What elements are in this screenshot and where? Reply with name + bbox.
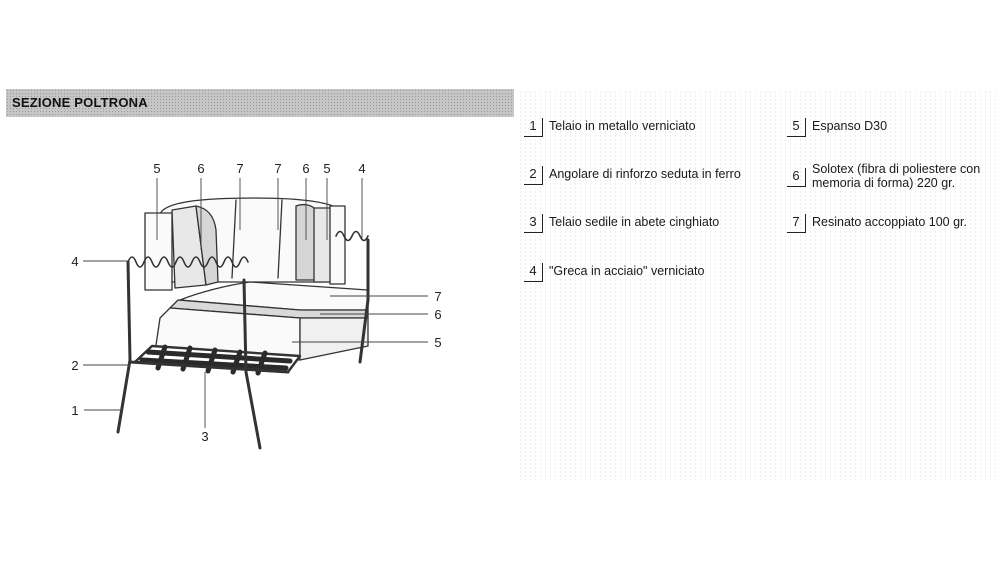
legend-number: 5: [787, 118, 805, 137]
callout-bottom-3: 3: [201, 429, 208, 444]
callout-top-7-right: 7: [274, 161, 281, 176]
metal-frame-front-left: [116, 260, 132, 434]
callout-right-6: 6: [434, 307, 441, 322]
legend-number: 2: [524, 166, 542, 185]
legend-text: Espanso D30: [812, 119, 888, 133]
callout-leader-lines: [83, 178, 428, 428]
legend-number: 4: [524, 263, 542, 282]
callout-left-1: 1: [71, 403, 78, 418]
legend-separator: [542, 214, 543, 233]
legend-separator: [542, 118, 543, 137]
legend-text: Resinato accoppiato 100 gr.: [812, 215, 967, 229]
legend-number: 3: [524, 214, 542, 233]
callout-top-6-right: 6: [302, 161, 309, 176]
legend-text: Telaio sedile in abete cinghiato: [549, 215, 720, 229]
legend-number: 1: [524, 118, 542, 137]
legend-item-6: 6 Solotex (fibra di poliestere con memor…: [787, 162, 1000, 190]
section-header-bar: SEZIONE POLTRONA: [6, 89, 514, 117]
legend-item-3: 3 Telaio sedile in abete cinghiato: [524, 214, 719, 233]
left-wave-spring: [127, 256, 249, 268]
legend-text: Solotex (fibra di poliestere con memoria…: [812, 162, 981, 190]
paper-texture: [518, 90, 996, 480]
callout-top-7-left: 7: [236, 161, 243, 176]
legend-item-7: 7 Resinato accoppiato 100 gr.: [787, 214, 967, 233]
callout-right-7: 7: [434, 289, 441, 304]
reinforcement-angle: [128, 360, 290, 374]
metal-frame-front-right: [242, 278, 262, 450]
legend-item-2: 2 Angolare di rinforzo seduta in ferro: [524, 166, 741, 185]
legend-text: Telaio in metallo verniciato: [549, 119, 696, 133]
legend-separator: [805, 168, 806, 187]
callout-top-5-right: 5: [323, 161, 330, 176]
callout-left-2: 2: [71, 358, 78, 373]
legend-number: 6: [787, 168, 805, 187]
legend-item-5: 5 Espanso D30: [787, 118, 887, 137]
section-title: SEZIONE POLTRONA: [12, 95, 148, 110]
legend-number: 7: [787, 214, 805, 233]
seat-webbing-straps: [139, 344, 293, 376]
legend-separator: [805, 118, 806, 137]
callout-top-5-left: 5: [153, 161, 160, 176]
right-wave-spring: [335, 230, 369, 242]
legend-text: "Greca in acciaio" verniciato: [549, 264, 705, 278]
callout-left-4: 4: [71, 254, 78, 269]
callout-top-4: 4: [358, 161, 365, 176]
left-arm-fibre: [195, 205, 219, 286]
legend-separator: [542, 166, 543, 185]
callout-top-6-left: 6: [197, 161, 204, 176]
legend-separator: [542, 263, 543, 282]
left-arm-outer: [144, 212, 173, 291]
callout-right-5: 5: [434, 335, 441, 350]
legend-text: Angolare di rinforzo seduta in ferro: [549, 167, 741, 181]
right-arm-outer: [329, 205, 346, 285]
legend-item-1: 1 Telaio in metallo verniciato: [524, 118, 696, 137]
seat-foam-side: [299, 317, 369, 361]
metal-frame-rear-right: [358, 238, 370, 364]
legend-item-4: 4 "Greca in acciaio" verniciato: [524, 263, 704, 282]
legend-separator: [805, 214, 806, 233]
